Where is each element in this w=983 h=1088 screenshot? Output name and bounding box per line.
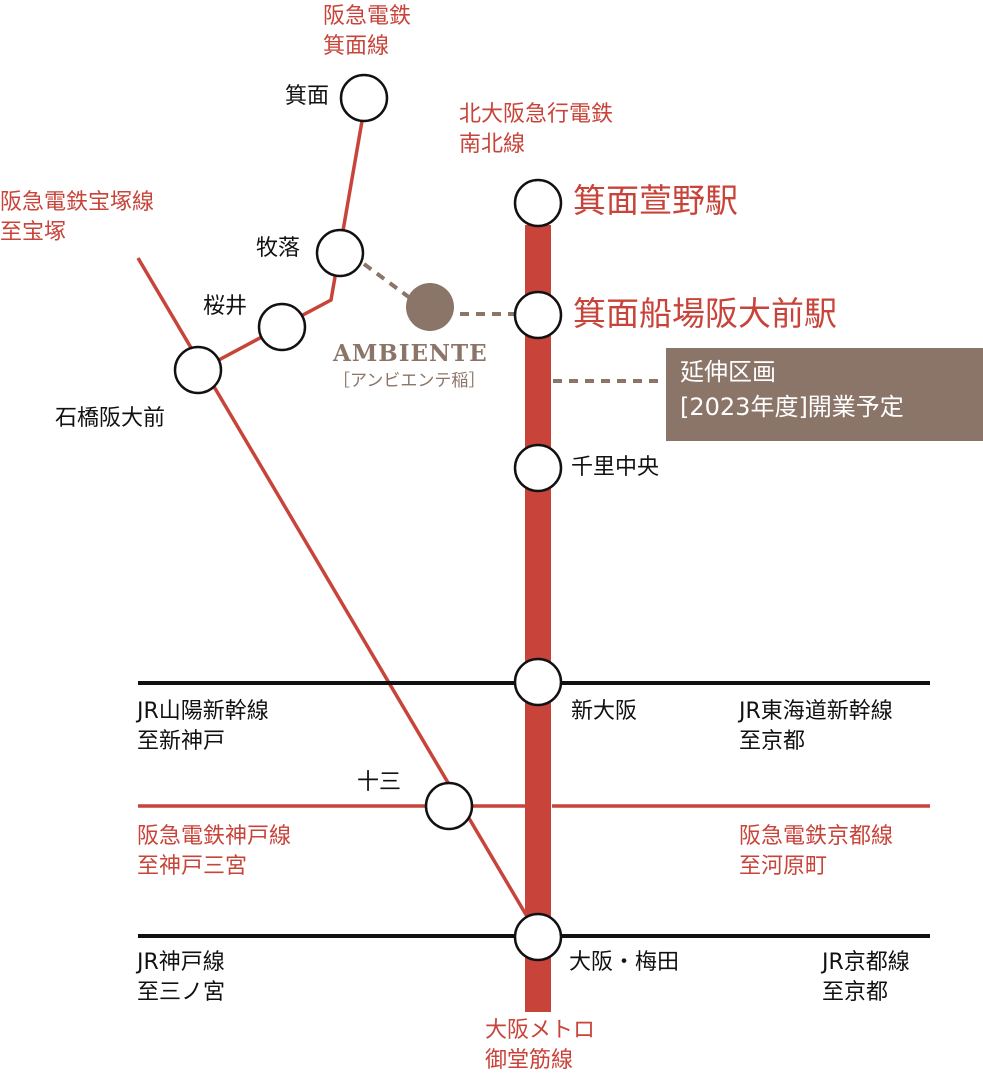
station-label-minoh-semba: 箕面船場阪大前駅	[573, 294, 837, 333]
station-label-senri-chuo: 千里中央	[571, 455, 660, 480]
station-juso[interactable]	[424, 781, 474, 831]
property-name: AMBIENTE	[333, 340, 488, 367]
label-hankyu-minoo-line: 阪急電鉄箕面線	[323, 4, 412, 60]
station-label-minoh-kayano: 箕面萱野駅	[573, 181, 738, 220]
station-shin-osaka[interactable]	[513, 657, 563, 707]
extension-note-opening: [2023年度]開業予定	[680, 392, 904, 421]
station-label-juso: 十三	[357, 770, 402, 795]
label-jr-tokaido-shinkansen: JR東海道新幹線至京都	[739, 699, 893, 755]
hankyu-minoo-line	[199, 97, 368, 372]
label-jr-sanyo-shinkansen: JR山陽新幹線至新神戸	[137, 699, 269, 755]
property-link-makiochi	[362, 262, 412, 300]
label-hankyu-kyoto-line: 阪急電鉄京都線至河原町	[739, 824, 894, 880]
extension-note-title: 延伸区画	[680, 358, 776, 386]
label-jr-kyoto-line: JR京都線至京都	[822, 950, 910, 1006]
station-minoo[interactable]	[339, 73, 389, 123]
label-hankyu-kobe-line: 阪急電鉄神戸線至神戸三宮	[137, 824, 292, 880]
station-sakurai[interactable]	[257, 302, 307, 352]
property-subname: ［アンビエンテ稲］	[333, 371, 486, 391]
label-hankyu-takarazuka-line: 阪急電鉄宝塚線至宝塚	[0, 190, 155, 246]
station-label-osaka-umeda: 大阪・梅田	[569, 950, 680, 975]
label-kita-osaka-line: 北大阪急行電鉄南北線	[459, 102, 614, 158]
station-label-sakurai: 桜井	[203, 294, 248, 319]
extension-note-box: 延伸区画 [2023年度]開業予定	[666, 348, 983, 441]
label-osaka-metro-line: 大阪メトロ御堂筋線	[485, 1018, 596, 1074]
station-senri-chuo[interactable]	[513, 443, 563, 493]
station-ishibashi[interactable]	[173, 345, 223, 395]
station-minoh-kayano[interactable]	[513, 178, 563, 228]
property-marker	[406, 283, 454, 331]
station-label-shin-osaka: 新大阪	[571, 699, 638, 724]
station-label-ishibashi: 石橋阪大前	[55, 406, 166, 431]
station-osaka-umeda[interactable]	[513, 912, 563, 962]
station-minoh-semba[interactable]	[513, 290, 563, 340]
label-jr-kobe-line: JR神戸線至三ノ宮	[137, 950, 226, 1006]
station-makiochi[interactable]	[315, 228, 365, 278]
station-label-minoo: 箕面	[285, 84, 330, 109]
station-label-makiochi: 牧落	[256, 236, 301, 261]
